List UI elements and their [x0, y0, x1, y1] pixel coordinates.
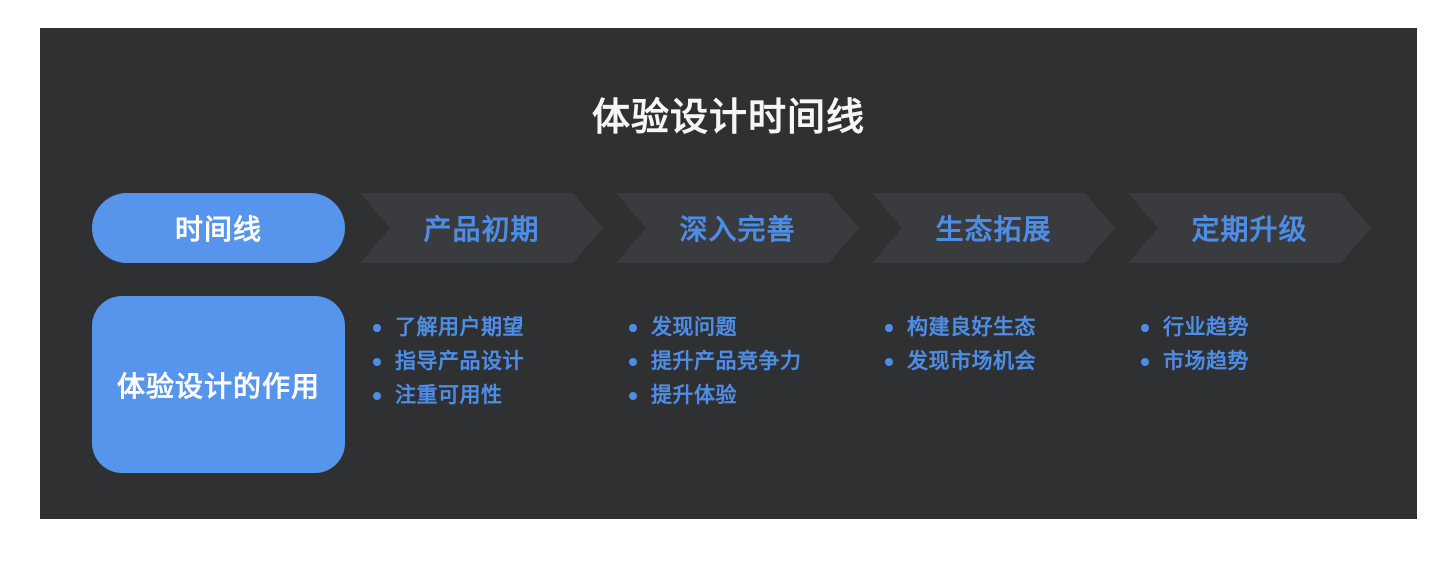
timeline-slide-panel: 体验设计时间线 时间线 产品初期 深入完善 生态拓展 定期升级 体验设计的作用 …: [40, 28, 1417, 519]
list-item: 市场趋势: [1141, 345, 1249, 379]
list-item: 注重可用性: [373, 379, 524, 413]
point-label: 发现市场机会: [907, 350, 1036, 373]
stage-points-ecosystem: 构建良好生态 发现市场机会: [885, 311, 1036, 379]
stage-arrow-product-early: 产品初期: [360, 193, 603, 263]
bullet-dot-icon: [629, 358, 637, 366]
stage-arrow-upgrade: 定期升级: [1128, 193, 1371, 263]
bullet-dot-icon: [885, 324, 893, 332]
list-item: 了解用户期望: [373, 311, 524, 345]
list-item: 提升体验: [629, 379, 802, 413]
bullet-dot-icon: [885, 358, 893, 366]
bullet-dot-icon: [629, 324, 637, 332]
stage-points-deep-improve: 发现问题 提升产品竞争力 提升体验: [629, 311, 802, 413]
role-box: 体验设计的作用: [92, 296, 345, 473]
point-label: 发现问题: [651, 316, 737, 339]
stage-arrow-deep-improve: 深入完善: [616, 193, 859, 263]
stage-points-upgrade: 行业趋势 市场趋势: [1141, 311, 1249, 379]
point-label: 提升体验: [651, 384, 737, 407]
point-label: 指导产品设计: [395, 350, 524, 373]
point-label: 提升产品竞争力: [651, 350, 802, 373]
list-item: 发现问题: [629, 311, 802, 345]
bullet-dot-icon: [373, 324, 381, 332]
list-item: 行业趋势: [1141, 311, 1249, 345]
list-item: 提升产品竞争力: [629, 345, 802, 379]
list-item: 构建良好生态: [885, 311, 1036, 345]
point-label: 了解用户期望: [395, 316, 524, 339]
stage-arrow-ecosystem: 生态拓展: [872, 193, 1115, 263]
bullet-dot-icon: [373, 392, 381, 400]
point-label: 行业趋势: [1163, 316, 1249, 339]
point-label: 构建良好生态: [907, 316, 1036, 339]
bullet-dot-icon: [1141, 358, 1149, 366]
list-item: 发现市场机会: [885, 345, 1036, 379]
timeline-lead-pill: 时间线: [92, 193, 345, 263]
point-label: 注重可用性: [395, 384, 503, 407]
slide-title: 体验设计时间线: [591, 97, 865, 139]
list-item: 指导产品设计: [373, 345, 524, 379]
stage-points-product-early: 了解用户期望 指导产品设计 注重可用性: [373, 311, 524, 413]
bullet-dot-icon: [373, 358, 381, 366]
bullet-dot-icon: [629, 392, 637, 400]
bullet-dot-icon: [1141, 324, 1149, 332]
point-label: 市场趋势: [1163, 350, 1249, 373]
